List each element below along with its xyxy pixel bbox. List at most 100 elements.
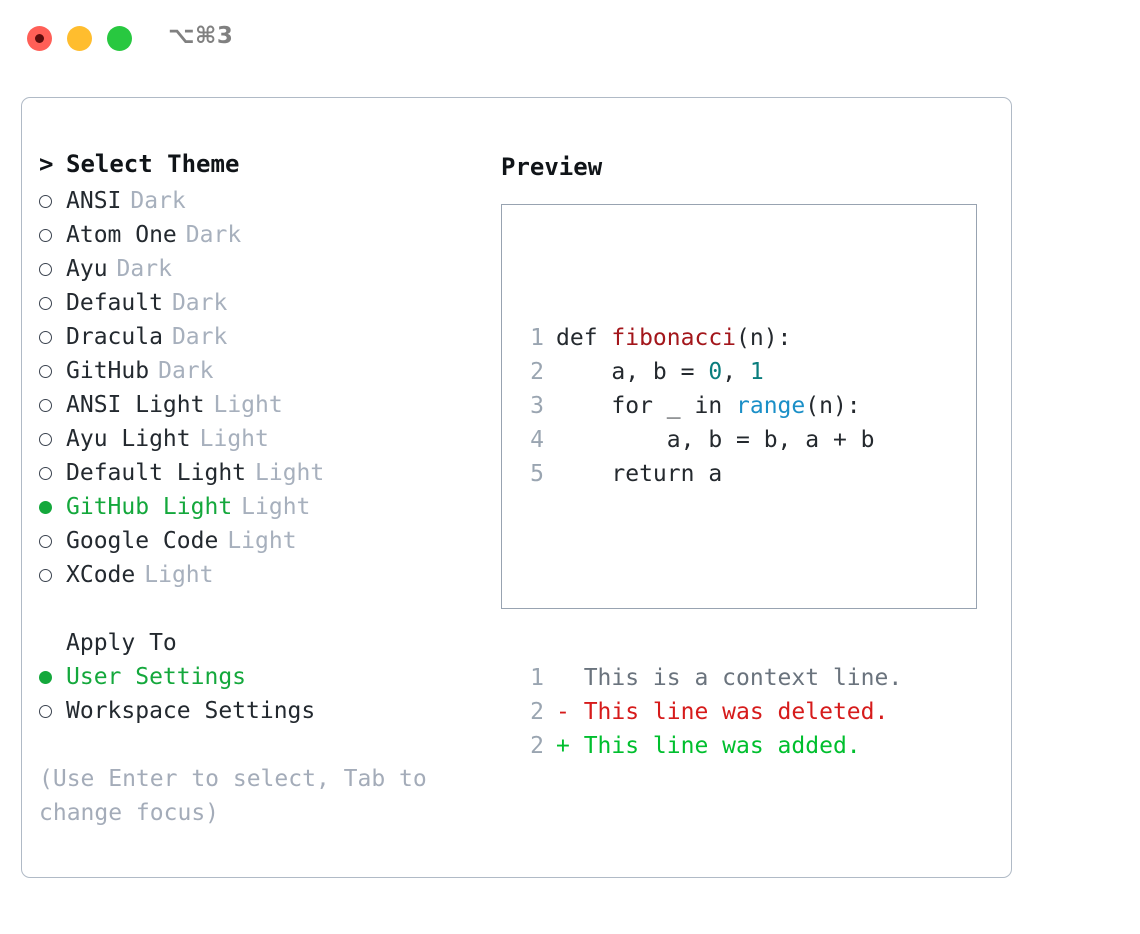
radio-dot bbox=[39, 398, 52, 412]
radio-dot bbox=[39, 194, 52, 208]
line-number: 3 bbox=[530, 393, 544, 419]
code-token: (n): bbox=[805, 393, 861, 419]
maximize-button[interactable] bbox=[107, 26, 132, 51]
theme-option-label: Default Light bbox=[66, 460, 247, 486]
line-number: 1 bbox=[530, 665, 544, 691]
theme-option-label: Default bbox=[66, 290, 163, 316]
preview-title: Preview bbox=[501, 153, 603, 181]
theme-option-label: Ayu Light bbox=[66, 426, 191, 452]
theme-option-ayu-light[interactable]: Ayu Light Light bbox=[39, 422, 479, 456]
line-number: 2 bbox=[530, 359, 544, 385]
window-controls bbox=[27, 26, 132, 51]
theme-variant-tag: Dark bbox=[130, 188, 186, 214]
minimize-button[interactable] bbox=[67, 26, 92, 51]
code-token: 1 bbox=[749, 359, 764, 385]
theme-option-label: Atom One bbox=[66, 222, 177, 248]
theme-option-google-code[interactable]: Google Code Light bbox=[39, 524, 479, 558]
theme-variant-tag: Dark bbox=[171, 290, 228, 316]
theme-option-xcode[interactable]: XCode Light bbox=[39, 558, 479, 592]
radio-dot bbox=[39, 568, 52, 582]
radio-dot bbox=[39, 500, 52, 514]
radio-empty-icon bbox=[39, 422, 66, 456]
close-button[interactable] bbox=[27, 26, 52, 51]
code-token: 0 bbox=[708, 359, 723, 385]
theme-option-ayu[interactable]: Ayu Dark bbox=[39, 252, 479, 286]
apply-to-heading: Apply To bbox=[39, 626, 479, 660]
radio-dot bbox=[39, 330, 52, 344]
code-line: 3 for _ in range(n): bbox=[514, 389, 902, 423]
theme-variant-tag: Light bbox=[241, 494, 311, 520]
radio-empty-icon bbox=[39, 286, 66, 320]
code-line-content: for _ in range(n): bbox=[556, 389, 861, 423]
line-number: 2 bbox=[530, 699, 544, 725]
theme-option-ansi-light[interactable]: ANSI Light Light bbox=[39, 388, 479, 422]
code-line: 5 return a bbox=[514, 457, 902, 491]
diff-line-content: - This line was deleted. bbox=[556, 699, 889, 725]
radio-empty-icon bbox=[39, 354, 66, 388]
code-blank-line bbox=[514, 559, 902, 593]
radio-empty-icon bbox=[39, 456, 66, 490]
diff-line-content: + This line was added. bbox=[556, 733, 861, 759]
code-token: return a bbox=[556, 461, 723, 487]
theme-option-label: Ayu bbox=[66, 256, 108, 282]
code-line-content: return a bbox=[556, 457, 722, 491]
theme-option-label: ANSI Light bbox=[66, 392, 205, 418]
apply-to-option-label: Workspace Settings bbox=[66, 698, 316, 724]
radio-dot bbox=[39, 466, 52, 480]
theme-variant-tag: Light bbox=[199, 426, 269, 452]
diff-line-deleted: 2 - This line was deleted. bbox=[514, 695, 902, 729]
keyboard-shortcut-label: ⌥⌘3 bbox=[168, 23, 234, 49]
theme-variant-tag: Dark bbox=[185, 222, 242, 248]
select-theme-title: Select Theme bbox=[66, 150, 240, 178]
radio-dot bbox=[39, 432, 52, 446]
radio-dot bbox=[39, 296, 52, 310]
line-number: 4 bbox=[530, 427, 544, 453]
code-token: , bbox=[722, 359, 750, 385]
theme-option-label: Google Code bbox=[66, 528, 219, 554]
code-token: range bbox=[736, 393, 806, 419]
theme-option-default[interactable]: Default Dark bbox=[39, 286, 479, 320]
code-line: 4 a, b = b, a + b bbox=[514, 423, 902, 457]
theme-variant-tag: Light bbox=[144, 562, 214, 588]
theme-option-label: GitHub bbox=[66, 358, 150, 384]
theme-variant-tag: Dark bbox=[116, 256, 172, 282]
radio-selected-icon bbox=[39, 490, 66, 524]
apply-to-option-user-settings[interactable]: User Settings bbox=[39, 660, 479, 694]
code-token: fibonacci bbox=[611, 325, 737, 351]
apply-to-label: Apply To bbox=[66, 630, 177, 656]
radio-selected-icon bbox=[39, 660, 66, 694]
radio-dot bbox=[39, 534, 52, 548]
theme-variant-tag: Dark bbox=[171, 324, 228, 350]
radio-empty-icon bbox=[39, 320, 66, 354]
code-line: 2 a, b = 0, 1 bbox=[514, 355, 902, 389]
title-bar: ⌥⌘3 bbox=[0, 0, 1140, 78]
radio-dot bbox=[39, 704, 52, 718]
diff-line-added: 2+ This line was added. bbox=[514, 729, 902, 763]
radio-empty-icon bbox=[39, 252, 66, 286]
diff-line-content: This is a context line. bbox=[556, 665, 903, 691]
apply-to-option-workspace-settings[interactable]: Workspace Settings bbox=[39, 694, 479, 728]
code-line-content: def fibonacci(n): bbox=[556, 321, 791, 355]
radio-empty-icon bbox=[39, 218, 66, 252]
theme-variant-tag: Light bbox=[227, 528, 297, 554]
code-token: a, b = b, a + b bbox=[556, 427, 875, 453]
theme-option-atom-one[interactable]: Atom One Dark bbox=[39, 218, 479, 252]
radio-empty-icon bbox=[39, 694, 66, 728]
theme-option-label: XCode bbox=[66, 562, 136, 588]
diff-line-context: 1 This is a context line. bbox=[514, 661, 902, 695]
theme-variant-tag: Light bbox=[213, 392, 283, 418]
prompt-caret-icon: > bbox=[39, 150, 54, 178]
